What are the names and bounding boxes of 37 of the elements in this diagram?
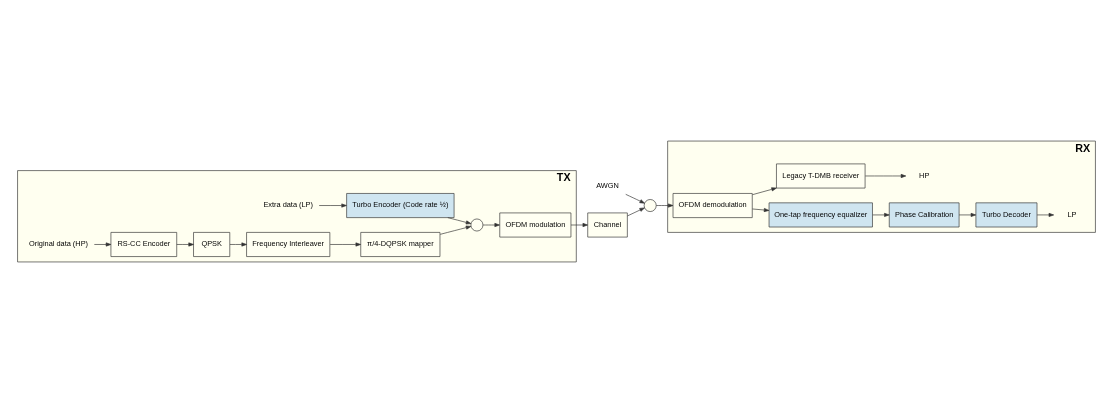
arrow: [570, 223, 588, 227]
arrow: [655, 203, 674, 208]
node-box: Turbo Decoder: [975, 202, 1038, 228]
node-box: π/4-DQPSK mapper: [360, 232, 441, 257]
node-box: Frequency Interleaver: [246, 232, 331, 257]
node-text: AWGN: [596, 180, 619, 190]
node-text: Original data (HP): [29, 239, 89, 249]
node-text: LP: [1067, 209, 1077, 219]
arrow: [627, 207, 645, 217]
node-box: Turbo Encoder (Code rate ½): [346, 193, 455, 218]
node-box: One-tap frequency equalizer: [768, 202, 873, 228]
arrow: [439, 225, 472, 235]
node-text: Extra data (LP): [263, 200, 314, 210]
node-box: RS-CC Encoder: [110, 232, 178, 257]
arrow: [1036, 212, 1055, 217]
arrow: [447, 217, 472, 225]
arrow: [958, 212, 977, 217]
arrow: [482, 223, 500, 227]
arrow: [176, 242, 194, 247]
arrow: [318, 203, 347, 208]
arrow: [752, 187, 777, 196]
arrow: [872, 212, 890, 217]
node-text: HP: [919, 170, 930, 180]
node-circle: [643, 199, 657, 212]
node-box: OFDM demodulation: [672, 193, 753, 218]
arrow: [864, 174, 907, 178]
arrow: [94, 242, 112, 247]
arrow: [329, 242, 361, 247]
arrow: [229, 242, 247, 247]
node-box: Phase Calibration: [888, 202, 960, 228]
node-box: Channel: [587, 212, 628, 238]
arrow: [752, 208, 770, 212]
arrow: [625, 193, 645, 204]
node-box: Legacy T-DMB receiver: [776, 163, 866, 189]
node-box: QPSK: [193, 232, 231, 257]
node-box: OFDM modulation: [499, 212, 572, 238]
node-circle: [470, 218, 484, 232]
